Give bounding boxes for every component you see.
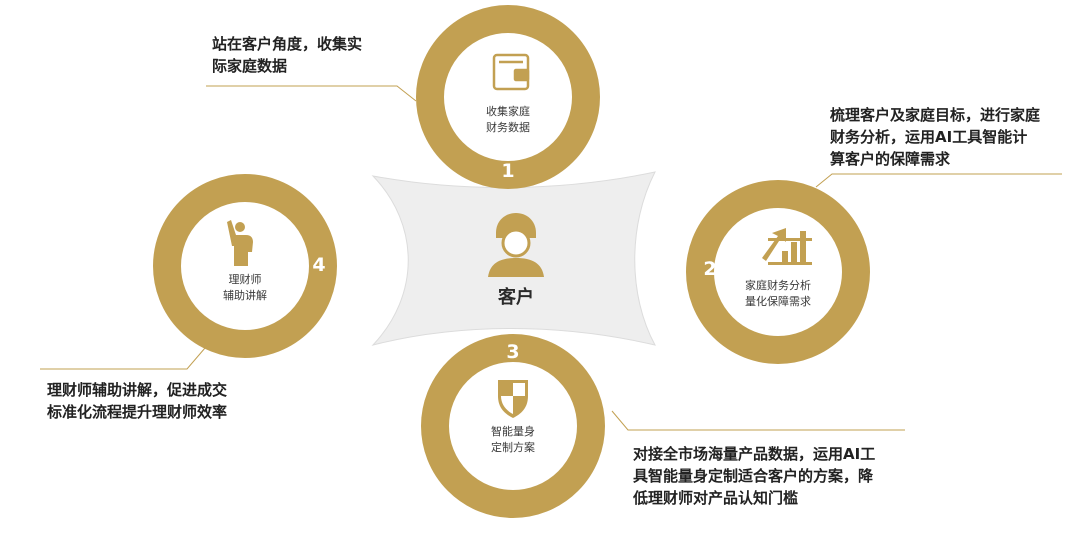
node-3-description-line-1: 对接全市场海量产品数据，运用AI工 <box>633 445 876 463</box>
node-1-description: 站在客户角度，收集实 际家庭数据 <box>212 33 362 77</box>
node-ring-2 <box>686 180 870 364</box>
node-3-number: 3 <box>506 341 520 363</box>
node-3-title: 智能量身 定制方案 <box>453 424 573 456</box>
node-2-description-line-3: 算客户的保障需求 <box>830 150 951 168</box>
node-3-description-line-3: 低理财师对产品认知门槛 <box>633 489 799 507</box>
node-2-description: 梳理客户及家庭目标，进行家庭 财务分析，运用AI工具智能计 算客户的保障需求 <box>830 104 1040 170</box>
node-4-title-line-1: 理财师 <box>228 273 262 286</box>
growth-chart-icon <box>762 228 812 265</box>
node-3-description-line-2: 具智能量身定制适合客户的方案，降 <box>633 467 874 485</box>
node-ring-4 <box>153 174 337 358</box>
node-2-title-line-2: 量化保障需求 <box>745 295 811 308</box>
node-2-number: 2 <box>703 258 717 280</box>
wallet-icon <box>492 53 530 91</box>
node-ring-3 <box>421 334 605 518</box>
node-4-description-line-1: 理财师辅助讲解，促进成交 <box>47 381 228 399</box>
connector-line-2 <box>815 173 1062 188</box>
node-1-title: 收集家庭 财务数据 <box>448 104 568 136</box>
node-4-description-line-2: 标准化流程提升理财师效率 <box>47 403 228 421</box>
node-3-title-line-1: 智能量身 <box>491 425 535 438</box>
node-1-description-line-2: 际家庭数据 <box>212 57 288 75</box>
node-2-description-line-2: 财务分析，运用AI工具智能计 <box>830 128 1028 146</box>
node-4-description: 理财师辅助讲解，促进成交 标准化流程提升理财师效率 <box>47 379 227 423</box>
node-2-title-line-1: 家庭财务分析 <box>745 279 811 292</box>
node-4-title: 理财师 辅助讲解 <box>185 272 305 304</box>
node-3-description: 对接全市场海量产品数据，运用AI工 具智能量身定制适合客户的方案，降 低理财师对… <box>633 443 875 509</box>
node-3-title-line-2: 定制方案 <box>491 441 535 454</box>
node-4-title-line-2: 辅助讲解 <box>223 289 267 302</box>
node-2-description-line-1: 梳理客户及家庭目标，进行家庭 <box>830 106 1041 124</box>
connector-line-1 <box>206 85 417 102</box>
node-2-title: 家庭财务分析 量化保障需求 <box>718 278 838 310</box>
node-1-title-line-2: 财务数据 <box>486 121 530 134</box>
node-ring-1 <box>416 5 600 189</box>
node-1-title-line-1: 收集家庭 <box>486 105 530 118</box>
connector-line-3 <box>611 410 905 431</box>
center-label: 客户 <box>498 287 534 308</box>
presenter-icon <box>227 220 253 266</box>
connector-line-4 <box>40 347 206 370</box>
customer-avatar-icon <box>488 213 544 277</box>
node-4-number: 4 <box>312 254 326 276</box>
node-1-description-line-1: 站在客户角度，收集实 <box>212 35 363 53</box>
shield-icon <box>498 380 528 418</box>
node-1-number: 1 <box>501 160 515 182</box>
